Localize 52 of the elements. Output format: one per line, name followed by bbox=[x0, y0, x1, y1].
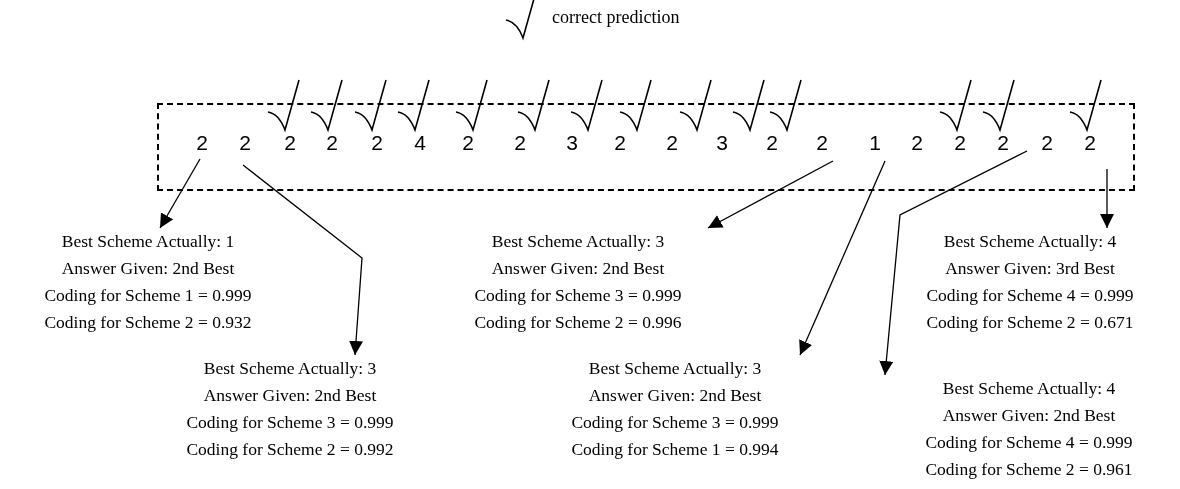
prediction-digit: 2 bbox=[992, 131, 1014, 155]
annotation-line: Answer Given: 3rd Best bbox=[944, 257, 1116, 280]
annotation-line: Coding for Scheme 1 = 0.994 bbox=[570, 438, 780, 461]
prediction-digit: 3 bbox=[711, 131, 733, 155]
annotation-line: Coding for Scheme 2 = 0.671 bbox=[925, 311, 1135, 334]
annotation-line: Coding for Scheme 3 = 0.999 bbox=[473, 284, 683, 307]
annotation-line: Coding for Scheme 3 = 0.999 bbox=[570, 411, 780, 434]
annotation-line: Coding for Scheme 4 = 0.999 bbox=[924, 431, 1134, 454]
prediction-digit: 1 bbox=[864, 131, 886, 155]
prediction-digit: 2 bbox=[366, 131, 388, 155]
annotation-line: Answer Given: 2nd Best bbox=[490, 257, 666, 280]
prediction-digit: 2 bbox=[1079, 131, 1101, 155]
annotation-line: Coding for Scheme 4 = 0.999 bbox=[925, 284, 1135, 307]
arrow bbox=[1100, 168, 1114, 229]
prediction-digit: 2 bbox=[949, 131, 971, 155]
arrow bbox=[242, 164, 363, 356]
prediction-digit: 2 bbox=[509, 131, 531, 155]
prediction-digit: 3 bbox=[561, 131, 583, 155]
prediction-digit: 2 bbox=[906, 131, 928, 155]
prediction-digit: 2 bbox=[761, 131, 783, 155]
annotation-line: Coding for Scheme 2 = 0.932 bbox=[43, 311, 253, 334]
prediction-digit: 4 bbox=[409, 131, 431, 155]
annotation-line: Coding for Scheme 1 = 0.999 bbox=[43, 284, 253, 307]
annotation-line: Coding for Scheme 2 = 0.961 bbox=[924, 458, 1134, 481]
annotation-line: Answer Given: 2nd Best bbox=[202, 384, 378, 407]
annotation-line: Best Scheme Actually: 4 bbox=[942, 230, 1118, 253]
arrow bbox=[707, 160, 834, 229]
prediction-digit: 2 bbox=[661, 131, 683, 155]
prediction-digit: 2 bbox=[321, 131, 343, 155]
prediction-digit: 2 bbox=[457, 131, 479, 155]
arrow bbox=[159, 158, 201, 229]
annotation-line: Best Scheme Actually: 1 bbox=[60, 230, 236, 253]
prediction-digit: 2 bbox=[609, 131, 631, 155]
arrow bbox=[879, 150, 1028, 376]
prediction-digit: 2 bbox=[279, 131, 301, 155]
prediction-digit: 2 bbox=[1036, 131, 1058, 155]
prediction-digit: 2 bbox=[811, 131, 833, 155]
annotation-line: Best Scheme Actually: 3 bbox=[490, 230, 666, 253]
annotation-line: Coding for Scheme 2 = 0.992 bbox=[185, 438, 395, 461]
prediction-digit: 2 bbox=[234, 131, 256, 155]
annotation-line: Coding for Scheme 2 = 0.996 bbox=[473, 311, 683, 334]
arrow bbox=[799, 160, 886, 356]
legend-text: correct prediction bbox=[552, 7, 680, 28]
dashed-box bbox=[157, 103, 1135, 191]
annotation-line: Answer Given: 2nd Best bbox=[587, 384, 763, 407]
annotation-line: Answer Given: 2nd Best bbox=[60, 257, 236, 280]
annotation-line: Answer Given: 2nd Best bbox=[941, 404, 1117, 427]
annotation-line: Best Scheme Actually: 3 bbox=[587, 357, 763, 380]
annotation-line: Coding for Scheme 3 = 0.999 bbox=[185, 411, 395, 434]
annotation-line: Best Scheme Actually: 4 bbox=[941, 377, 1117, 400]
annotation-line: Best Scheme Actually: 3 bbox=[202, 357, 378, 380]
prediction-digit: 2 bbox=[191, 131, 213, 155]
